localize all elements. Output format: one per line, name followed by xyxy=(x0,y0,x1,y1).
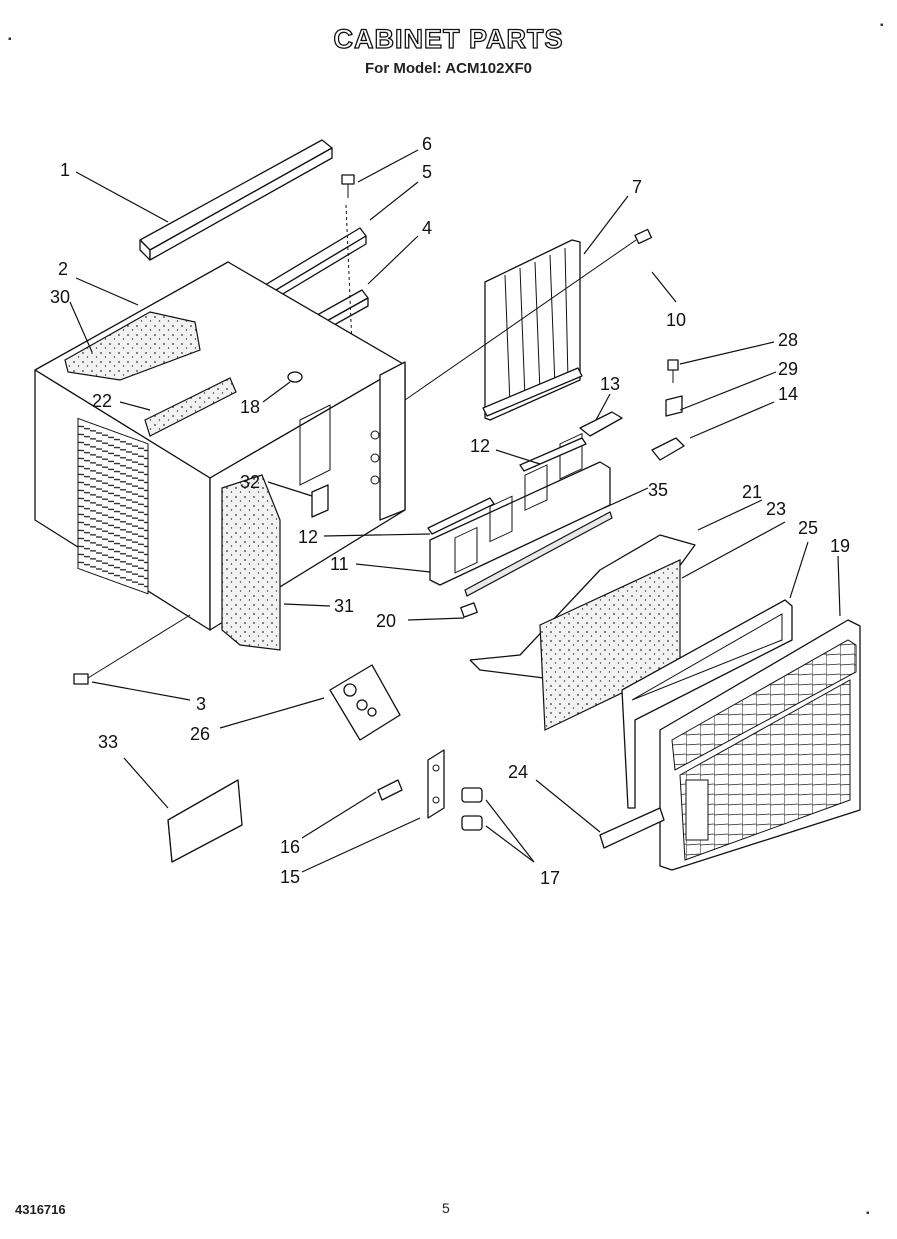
part-33-foam-block xyxy=(167,779,243,863)
corner-mark: ▪ xyxy=(866,1208,870,1219)
callout-12b: 12 xyxy=(298,527,318,547)
clip-29-icon xyxy=(665,395,683,417)
callout-29: 29 xyxy=(778,359,798,379)
clip-14-icon xyxy=(651,437,685,461)
bracket-13-icon xyxy=(579,411,623,437)
screw-10-icon xyxy=(404,228,653,401)
document-number: 4316716 xyxy=(15,1202,66,1217)
callout-18: 18 xyxy=(240,397,260,417)
callout-10: 10 xyxy=(666,310,686,330)
callout-35: 35 xyxy=(648,480,668,500)
callout-30: 30 xyxy=(50,287,70,307)
callout-7: 7 xyxy=(632,177,642,197)
screw-3-icon xyxy=(73,673,89,685)
callout-19: 19 xyxy=(830,536,850,556)
callout-16: 16 xyxy=(280,837,300,857)
callout-1: 1 xyxy=(60,160,70,180)
callout-26: 26 xyxy=(190,724,210,744)
leader-lines xyxy=(69,149,841,873)
part-31-side-foam xyxy=(221,474,281,651)
page-number: 5 xyxy=(442,1200,450,1216)
callout-15: 15 xyxy=(280,867,300,887)
callout-13: 13 xyxy=(600,374,620,394)
callout-20: 20 xyxy=(376,611,396,631)
diagram-title: CABINET PARTS xyxy=(333,23,564,54)
part-17-knob-icon xyxy=(461,787,483,831)
part-19-front-grille xyxy=(659,619,861,871)
part-7-panel xyxy=(482,239,583,421)
callout-31: 31 xyxy=(334,596,354,616)
part-26-motor-mount xyxy=(329,664,401,741)
callout-33: 33 xyxy=(98,732,118,752)
callout-11: 11 xyxy=(330,554,349,574)
callout-5: 5 xyxy=(422,162,432,182)
part-24-strip xyxy=(599,807,665,849)
model-subtitle: For Model: ACM102XF0 xyxy=(365,60,532,77)
part-1-top-rail xyxy=(139,139,333,261)
callout-22: 22 xyxy=(92,391,112,411)
callout-21: 21 xyxy=(742,482,762,502)
screw-20-icon xyxy=(460,602,478,618)
callout-32: 32 xyxy=(240,472,260,492)
callout-3: 3 xyxy=(196,694,206,714)
part-16-bushing xyxy=(377,779,403,801)
callout-17: 17 xyxy=(540,868,560,888)
part-15-bracket xyxy=(427,749,445,819)
callout-24: 24 xyxy=(508,762,528,782)
cabinet-housing xyxy=(34,261,406,631)
callout-14: 14 xyxy=(778,384,798,404)
callout-25: 25 xyxy=(798,518,818,538)
callout-2: 2 xyxy=(58,259,68,279)
callout-12a: 12 xyxy=(470,436,490,456)
screw-28-icon xyxy=(667,359,679,383)
bracket-32-icon xyxy=(311,484,329,518)
plug-18-icon xyxy=(287,371,303,383)
part-25-gasket-frame xyxy=(621,599,793,809)
screw-6-icon xyxy=(341,174,355,346)
callout-4: 4 xyxy=(422,218,432,238)
callout-28: 28 xyxy=(778,330,798,350)
callout-6: 6 xyxy=(422,134,432,154)
corner-mark: ▪ xyxy=(880,20,884,31)
part-35-rail xyxy=(464,511,613,597)
callout-23: 23 xyxy=(766,499,786,519)
callout-labels: 1 2 30 22 18 6 5 4 7 10 28 29 14 13 12 3… xyxy=(50,134,850,888)
corner-mark: ▪ xyxy=(8,34,12,45)
